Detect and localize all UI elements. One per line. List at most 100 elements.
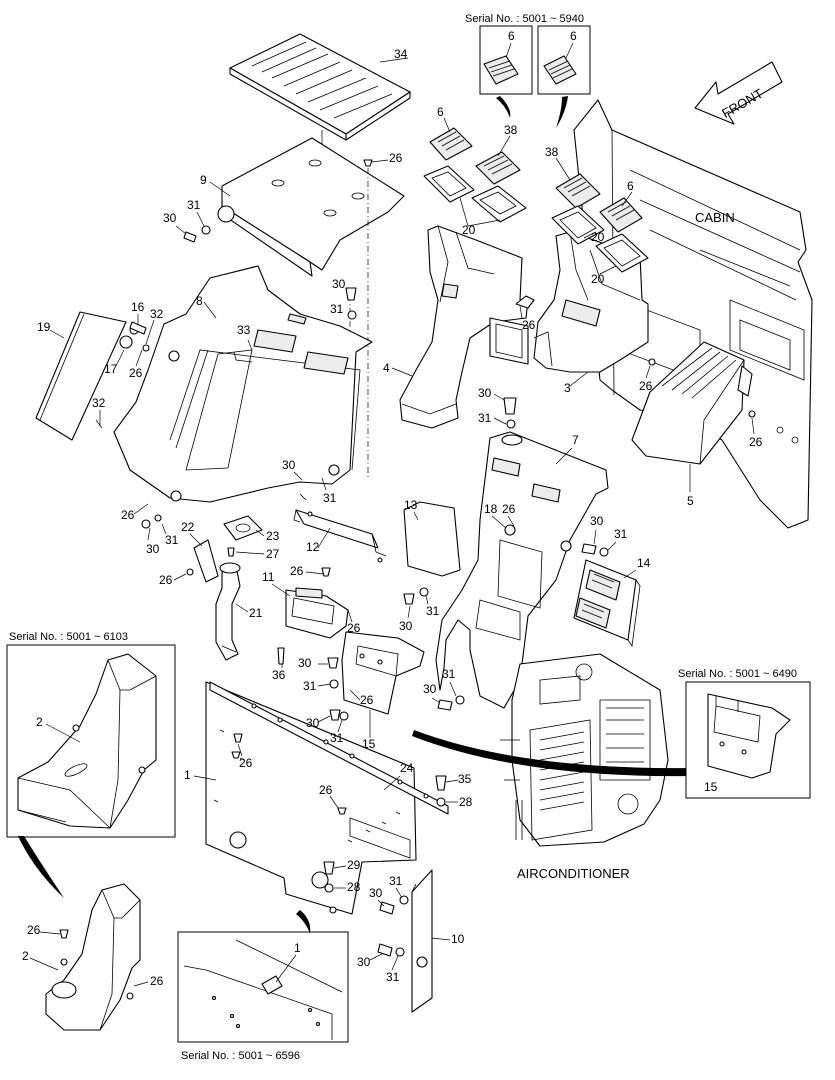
svg-text:31: 31 [165,533,179,547]
svg-text:26: 26 [502,502,516,516]
svg-text:23: 23 [266,529,280,543]
serial-note-top: Serial No. : 5001 ~ 5940 [465,13,584,25]
svg-text:26: 26 [121,508,135,522]
svg-text:26: 26 [27,923,41,937]
svg-text:17: 17 [104,362,118,376]
part-23-grommet [223,515,263,541]
svg-text:31: 31 [478,411,492,425]
svg-text:26: 26 [360,693,374,707]
svg-text:1: 1 [184,768,191,782]
part-15-bracket [341,631,425,715]
svg-text:31: 31 [323,491,337,505]
svg-text:2: 2 [36,715,43,729]
svg-text:2: 2 [22,949,29,963]
svg-text:21: 21 [249,606,263,620]
svg-text:36: 36 [272,668,286,682]
svg-text:13: 13 [404,498,418,512]
part-22-clip [193,539,219,583]
svg-text:31: 31 [614,527,628,541]
svg-text:26: 26 [347,621,361,635]
front-direction-arrow: FRONT [694,61,783,125]
svg-text:6: 6 [570,29,577,43]
svg-text:33: 33 [237,323,251,337]
serial-insert-top: Serial No. : 5001 ~ 5940 6 6 [465,13,591,128]
svg-text:31: 31 [442,667,456,681]
part-9-top-cover [217,137,405,480]
svg-text:26: 26 [749,435,763,449]
svg-text:31: 31 [303,679,317,693]
svg-text:31: 31 [330,302,344,316]
part-12-bracket [293,493,387,563]
part-11-holder [285,587,349,639]
part-13-cover [403,501,461,577]
serial-insert-right: Serial No. : 5001 ~ 6490 15 [678,668,811,799]
hardware-top-left [183,159,373,320]
airconditioner-label: AIRCONDITIONER [517,866,630,881]
svg-text:20: 20 [591,272,605,286]
svg-text:22: 22 [181,520,195,534]
svg-text:26: 26 [389,151,403,165]
part-10-side-plate [377,869,433,1013]
serial-note-left: Serial No. : 5001 ~ 6103 [9,631,128,643]
part-24-strip [209,681,449,859]
part-1-plate [205,681,417,915]
svg-text:30: 30 [590,514,604,528]
svg-text:27: 27 [266,547,280,561]
serial-note-right: Serial No. : 5001 ~ 6490 [678,668,797,680]
svg-text:26: 26 [319,783,333,797]
svg-text:38: 38 [545,145,559,159]
svg-text:26: 26 [159,573,173,587]
svg-text:26: 26 [522,318,536,332]
part-8-console-housing [113,265,373,503]
svg-text:34: 34 [394,47,408,61]
serial-insert-bottom: 1 Serial No. : 5001 ~ 6596 [177,910,349,1062]
cabin-label: CABIN [695,210,735,225]
svg-text:5: 5 [687,494,694,508]
svg-text:26: 26 [639,379,653,393]
svg-text:14: 14 [637,556,651,570]
svg-text:31: 31 [389,874,403,888]
svg-text:11: 11 [262,570,275,584]
callout-numbers: 34 9 26 31 30 30 31 19 16 32 17 26 32 8 … [22,47,763,988]
svg-text:26: 26 [290,564,304,578]
svg-text:30: 30 [369,886,383,900]
svg-text:24: 24 [400,761,414,775]
svg-text:20: 20 [591,230,605,244]
svg-text:30: 30 [399,619,413,633]
svg-text:30: 30 [163,211,177,225]
svg-text:1: 1 [294,941,301,955]
svg-text:35: 35 [458,772,472,786]
svg-text:18: 18 [484,502,498,516]
svg-text:26: 26 [129,366,143,380]
serial-note-bottom: Serial No. : 5001 ~ 6596 [181,1050,300,1062]
svg-text:26: 26 [150,974,164,988]
part-5-duct [631,341,756,465]
svg-text:30: 30 [357,955,371,969]
part-7-console-frame [435,397,609,709]
svg-text:29: 29 [347,858,361,872]
svg-text:31: 31 [187,198,201,212]
svg-text:28: 28 [347,880,361,894]
airconditioner-unit: AIRCONDITIONER [412,653,690,881]
svg-text:38: 38 [504,123,518,137]
svg-text:30: 30 [332,277,346,291]
part-4-air-duct [399,225,529,429]
svg-text:19: 19 [37,320,51,334]
svg-text:30: 30 [478,386,492,400]
part-14-switch-panel [573,559,641,648]
svg-text:16: 16 [131,300,145,314]
svg-text:3: 3 [564,381,571,395]
svg-text:30: 30 [146,542,160,556]
svg-text:30: 30 [306,716,320,730]
svg-text:6: 6 [437,105,444,119]
svg-text:28: 28 [459,795,473,809]
bolts-lower-middle [323,775,447,893]
svg-text:10: 10 [451,932,465,946]
svg-text:15: 15 [362,737,376,751]
part-19-side-panel [35,311,150,441]
vents-and-frames [423,127,649,273]
svg-text:26: 26 [239,756,253,770]
svg-text:31: 31 [330,731,344,745]
svg-text:8: 8 [196,294,203,308]
